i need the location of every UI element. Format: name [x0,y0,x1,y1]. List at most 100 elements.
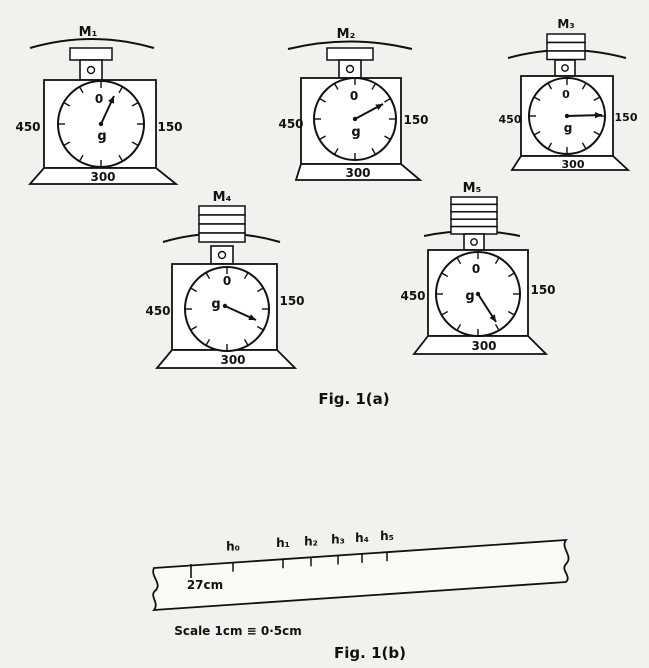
dial-tick [118,154,124,162]
dial-zero: 0 [95,92,103,106]
mark-150: 150 [403,113,428,127]
dial-tick [533,130,541,136]
needle-hub [352,116,358,122]
mark-300: 300 [90,170,115,184]
dial-ticks [58,81,144,167]
height-label: h₃ [331,532,345,546]
weight-stack [546,33,586,61]
dial-tick [256,287,264,293]
dial-zero: 0 [350,89,358,103]
dial-tick [593,96,601,102]
needle-hub [475,291,481,297]
needle-arrowhead [594,112,602,119]
mark-450: 450 [400,289,425,303]
dial-zero: 0 [223,274,231,288]
stem [554,59,576,77]
weight-plate [198,223,246,234]
scale-base [28,167,179,185]
dial-tick [131,101,139,107]
needle-arrowhead [248,314,256,321]
scale-base [294,163,423,181]
mark-150: 150 [530,283,555,297]
stem [210,245,234,265]
dial-tick [63,141,71,147]
dial-ticks [314,78,396,160]
height-label: h₂ [304,534,318,548]
dial-tick [593,130,601,136]
dial-unit: g [211,297,220,312]
needle-hub [564,113,570,119]
dial-unit: g [564,121,573,135]
scale-m4: M₄ 0 g 450 150 300 [145,190,305,369]
dial-tick [441,310,449,316]
scale-base [155,349,298,369]
dial-tick [78,86,84,94]
scale-label: M₂ [337,27,356,42]
dial-tick [547,82,553,90]
dial-tick [384,135,391,141]
pan [287,40,413,50]
dial-tick [256,325,264,331]
weight-plate [69,47,113,61]
dial-tick [205,338,211,346]
weight-stack [450,196,498,235]
pivot [217,250,227,260]
pivot [561,64,569,72]
scale-label: M₅ [463,181,482,196]
mark-450: 450 [145,304,170,318]
mark-450: 450 [15,120,40,134]
dial-tick [456,257,462,265]
dial-tick [78,154,84,162]
scale-label: M₁ [79,25,98,40]
scale-m3: M₃ 0 g 450 150 300 [499,17,638,171]
weight-plate [450,225,498,235]
height-label: h₅ [380,529,394,543]
pan [29,38,155,49]
weight-plate [450,218,498,228]
weight-stack [69,47,113,61]
dial-tick [205,272,211,280]
height-label: h₄ [355,531,369,545]
dial-tick [243,338,249,346]
dial-tick [581,142,587,150]
dial-tick [190,287,198,293]
pivot [345,64,355,74]
needle-arrowhead [375,104,383,111]
weight-plate [546,41,586,52]
weight-plate [546,33,586,44]
dial-tick [63,101,71,107]
dial-tick [384,97,391,103]
dial-ticks [529,78,605,154]
weight-plate [326,47,374,61]
dial-tick [118,86,124,94]
scale-label: M₃ [557,17,574,31]
dial-unit: g [351,125,360,140]
rod-outline [152,538,570,612]
pivot [86,65,96,75]
figure-b-caption: Fig. 1(b) [334,644,406,662]
weight-plate [198,232,246,243]
dial-tick [333,83,339,90]
stem [463,233,485,251]
dial-tick [494,323,500,331]
needle-hub [98,121,104,127]
dial-tick [533,96,541,102]
dial-tick [441,272,449,278]
dial-unit: g [97,129,106,144]
dial-tick [131,141,139,147]
scale-note: Scale 1cm ≡ 0·5cm [174,624,302,638]
pivot [470,238,478,246]
dial-tick [581,82,587,90]
weight-plate [450,196,498,206]
stem [79,59,103,81]
dial-tick [547,142,553,150]
mark-150: 150 [615,111,638,124]
height-label: h₀ [226,540,240,554]
scale-m1: M₁ 0 g 450 150 300 [15,25,183,185]
figure-a-caption: Fig. 1(a) [318,390,389,408]
needle-arrowhead [108,96,114,104]
dial-tick [507,272,515,278]
scale-base [510,155,631,171]
